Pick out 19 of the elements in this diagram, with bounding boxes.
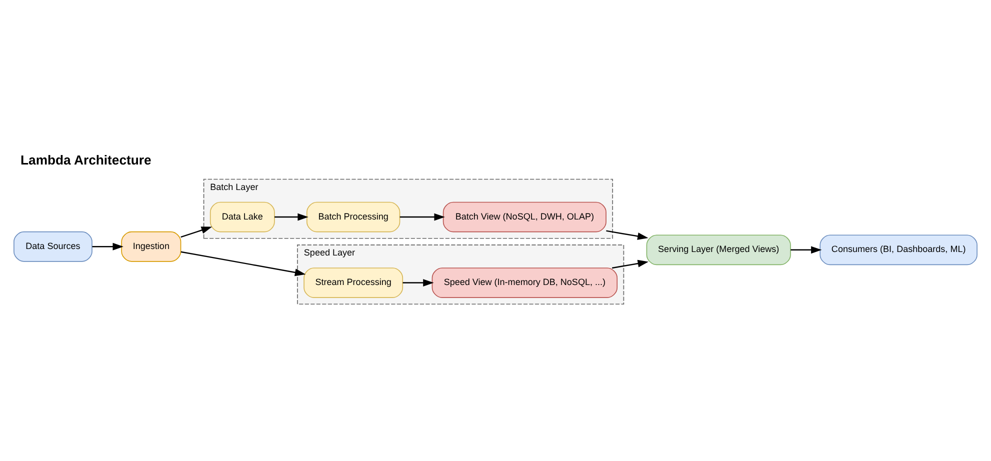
- node-box: Data Sources: [14, 230, 92, 262]
- node-box: Stream Processing: [304, 267, 404, 298]
- arrow: [92, 242, 124, 250]
- arrow: [180, 226, 212, 238]
- node-box: Consumers (BI, Dashboards, ML): [820, 234, 978, 265]
- node-box: Batch Processing: [306, 201, 400, 232]
- arrow: [606, 230, 648, 240]
- node-box: Speed View (In-memory DB, NoSQL, ...): [432, 267, 618, 298]
- node-box: Serving Layer (Merged Views): [646, 234, 791, 265]
- arrow: [402, 278, 434, 286]
- arrow: [790, 246, 822, 254]
- arrow: [274, 212, 308, 220]
- diagram-title: Lambda Architecture: [20, 152, 152, 167]
- node-box: Ingestion: [121, 230, 182, 262]
- node-box: Batch View (NoSQL, DWH, OLAP): [442, 201, 606, 232]
- arrow: [400, 212, 445, 220]
- node-box: Data Lake: [210, 201, 275, 232]
- arrow: [612, 259, 648, 268]
- arrow: [180, 250, 306, 276]
